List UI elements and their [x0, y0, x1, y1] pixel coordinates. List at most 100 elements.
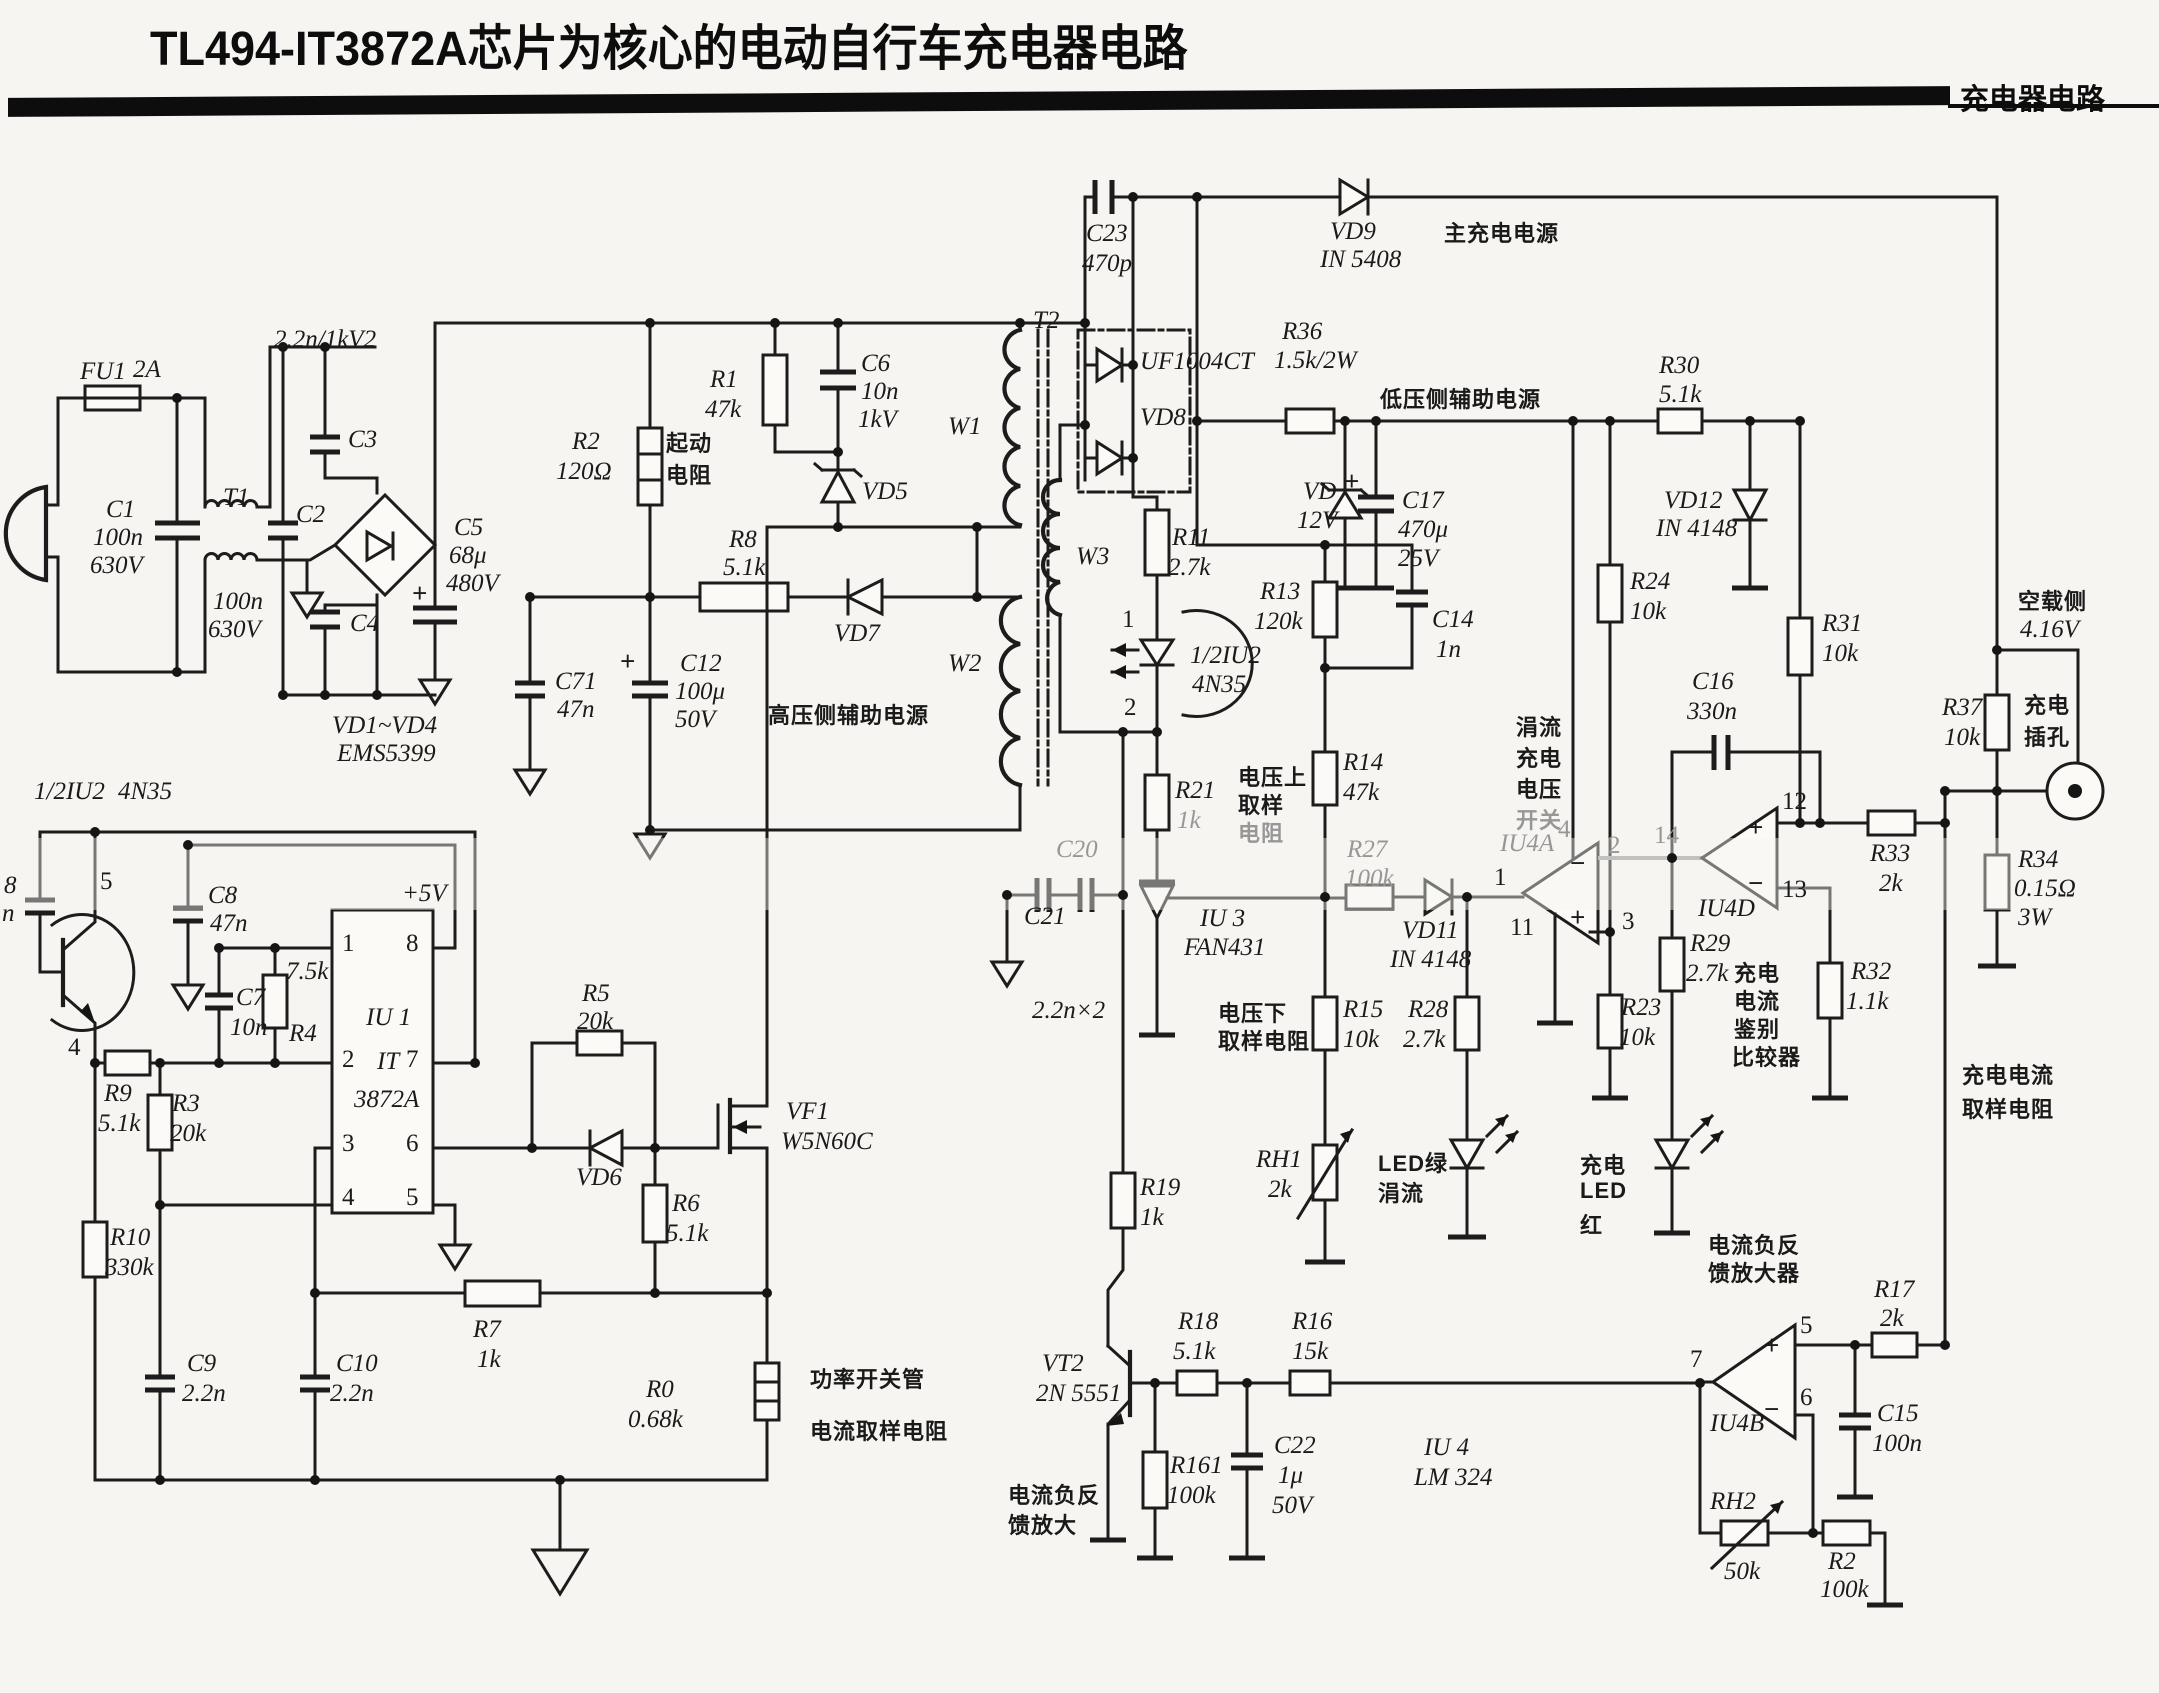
no-load-note-label: 空载侧	[2018, 589, 2088, 614]
c12-label: C12	[680, 650, 722, 677]
c12-plus-label: +	[620, 646, 636, 676]
optocoupler-right	[1110, 508, 1254, 734]
led-green-note2-label: 涓流	[1378, 1181, 1425, 1206]
corner-underline	[1948, 104, 2159, 108]
r30-val-label: 5.1k	[1659, 381, 1702, 408]
iu4-type-label: LM 324	[1414, 1464, 1493, 1491]
vd9-type-label: IN 5408	[1320, 246, 1402, 273]
iu4-name-label: IU 4	[1424, 1434, 1470, 1461]
cc-sense-note-label: 充电电流	[1962, 1063, 2055, 1088]
r161-val-label: 100k	[1167, 1482, 1216, 1509]
c21-label: C21	[1024, 903, 1066, 930]
r4-val-label: 7.5k	[286, 958, 329, 985]
r18-val-label: 5.1k	[1173, 1338, 1216, 1365]
nfb-amp-note-label: 电流负反	[1708, 1233, 1801, 1258]
r19-val-label: 1k	[1140, 1204, 1164, 1231]
r37-label: R37	[1942, 694, 1983, 721]
r36-label: R36	[1282, 318, 1323, 345]
r2-val-label: 120Ω	[556, 458, 612, 485]
r13-label: R13	[1260, 578, 1301, 605]
opamp-iu4b	[1328, 1322, 1919, 1608]
r33-label: R33	[1870, 840, 1911, 867]
iu4a-pin11-label: 11	[1510, 914, 1535, 941]
c7-val-label: 10n	[230, 1014, 268, 1041]
cc-comp-note4-label: 比较器	[1732, 1045, 1802, 1070]
c23-val-label: 470p	[1082, 250, 1132, 277]
iu4a-pin2-label: 2	[1608, 832, 1621, 859]
v-upper-note2-label: 取样	[1238, 793, 1285, 818]
c7-label: C7	[236, 984, 266, 1011]
r13-val-label: 120k	[1254, 608, 1303, 635]
led-red-note-label: 充电	[1580, 1153, 1627, 1178]
c6-val-label: 10n	[861, 378, 899, 405]
r34-val2-label: 3W	[2018, 904, 2052, 931]
main-charge-note-label: 主充电电源	[1444, 221, 1560, 246]
cc-sense-note2-label: 取样电阻	[1962, 1097, 2055, 1122]
plus5v-label: +5V	[402, 880, 447, 907]
y-caps-label: 2.2n/1kV2	[274, 326, 377, 353]
r5-val-label: 20k	[577, 1008, 614, 1035]
c16-val-label: 330n	[1687, 698, 1737, 725]
r23-label: R23	[1621, 994, 1662, 1021]
iu3-type-label: FAN431	[1184, 934, 1266, 961]
aux-supply	[1195, 195, 1814, 1101]
rh2-val-label: 50k	[1724, 1558, 1761, 1585]
iu4a-pin1-label: 1	[1494, 864, 1507, 891]
bridge-rectifier	[332, 321, 457, 707]
vd12-type-label: IN 4148	[1656, 515, 1738, 542]
iu4d-plus-label: +	[1748, 812, 1764, 842]
c17-val2-label: 25V	[1398, 545, 1439, 572]
iu1-pin3-label: 3	[342, 1130, 355, 1157]
r32-val-label: 1.1k	[1846, 988, 1889, 1015]
v-upper-note3-label: 电阻	[1238, 821, 1285, 846]
r10-val-label: 330k	[105, 1254, 154, 1281]
iu2-right-type-label: 4N35	[1192, 671, 1247, 698]
r5-label: R5	[582, 980, 610, 1007]
vd6-label: VD6	[576, 1164, 622, 1191]
c14-label: C14	[1432, 606, 1474, 633]
iu1-name3-label: 3872A	[354, 1086, 420, 1113]
iu4a-plus-label: +	[1570, 902, 1586, 932]
vf1-type-label: W5N60C	[781, 1128, 873, 1155]
r7-val-label: 1k	[477, 1346, 501, 1373]
nfb-note-l-label: 电流负反	[1008, 1483, 1101, 1508]
iu1-name-label: IU 1	[366, 1004, 412, 1031]
led-green-note-label: LED绿	[1378, 1151, 1449, 1176]
c3-label: C3	[348, 426, 378, 453]
r2-label: R2	[572, 428, 600, 455]
c1-label: C1	[106, 496, 136, 523]
c9-label: C9	[187, 1350, 217, 1377]
fu1-val-label: 2A	[133, 356, 161, 383]
w1-label: W1	[948, 413, 982, 440]
ac-input-section	[3, 345, 437, 697]
c9-val-label: 2.2n	[182, 1380, 226, 1407]
c23-label: C23	[1086, 220, 1128, 247]
iu4d-minus-label: −	[1748, 868, 1764, 898]
trickle-sw-note4-label: 开关	[1516, 808, 1563, 833]
iu4a-pin3-label: 3	[1622, 908, 1635, 935]
cap-8n2-label: n	[2, 900, 15, 927]
r8-label: R8	[729, 526, 757, 553]
c22-label: C22	[1274, 1432, 1316, 1459]
v-lower-note2-label: 取样电阻	[1218, 1029, 1311, 1054]
iu4b-plus-label: +	[1764, 1330, 1780, 1360]
iu4b-pin6-label: 6	[1800, 1384, 1813, 1411]
c5-label: C5	[454, 514, 484, 541]
r9-label: R9	[104, 1080, 132, 1107]
trickle-led	[1448, 895, 1520, 1240]
r32-label: R32	[1851, 958, 1892, 985]
r16-label: R16	[1292, 1308, 1333, 1335]
r14-val-label: 47k	[1343, 779, 1380, 806]
c12-val-label: 100μ	[675, 678, 726, 705]
iu4d-pin14-label: 14	[1654, 822, 1679, 849]
trickle-sw-note-label: 涓流	[1516, 715, 1563, 740]
r11-val-label: 2.7k	[1168, 554, 1211, 581]
sw-sense-note2-label: 电流取样电阻	[810, 1419, 949, 1444]
r7-label: R7	[473, 1316, 501, 1343]
iu4b-name-label: IU4B	[1710, 1410, 1765, 1437]
t1-label: T1	[223, 484, 250, 511]
w2-label: W2	[948, 650, 982, 677]
r21-val-label: 1k	[1177, 807, 1201, 834]
